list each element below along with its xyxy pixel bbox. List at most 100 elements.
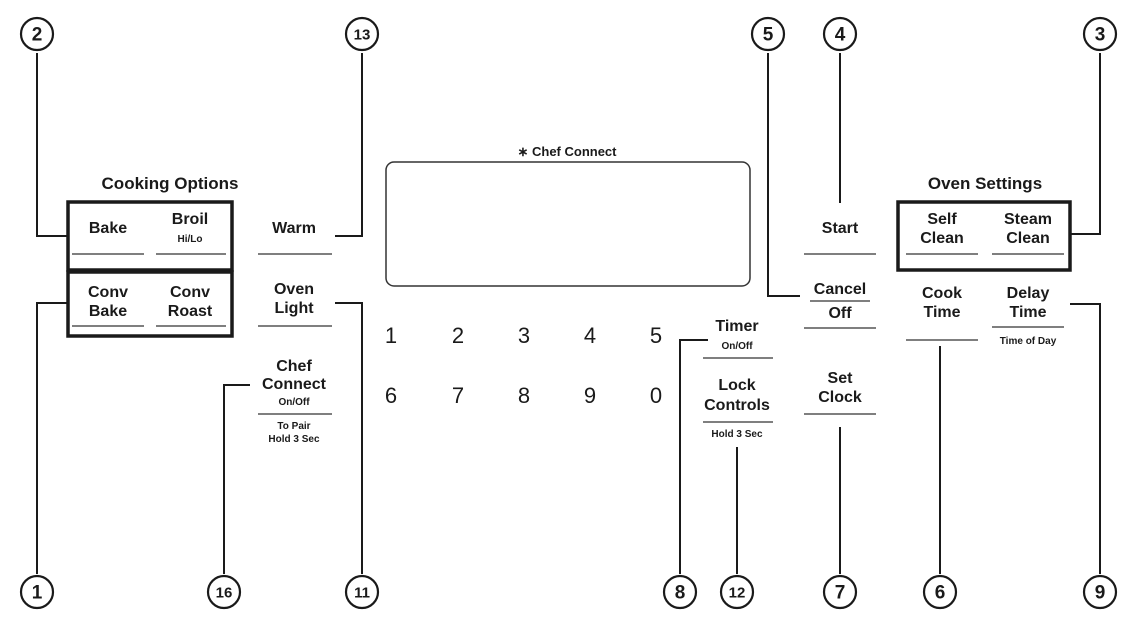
leader-2: [36, 53, 68, 237]
oven-light-label-line1: Oven: [274, 281, 314, 298]
chef-connect-button[interactable]: Chef Connect On/Off To Pair Hold 3 Sec: [258, 358, 332, 445]
svg-text:7: 7: [835, 583, 846, 604]
start-button[interactable]: Start: [804, 220, 876, 255]
lock-controls-label-line1: Lock: [718, 377, 755, 394]
digit-4-button[interactable]: 4: [584, 323, 596, 348]
warm-label: Warm: [272, 220, 316, 237]
delay-time-button[interactable]: Delay Time Time of Day: [992, 285, 1064, 347]
broil-sub-label: Hi/Lo: [178, 234, 203, 245]
leader-1: [36, 302, 68, 574]
cancel-label: Cancel: [814, 281, 866, 298]
callout-8: 8: [662, 574, 698, 610]
cooking-options-title: Cooking Options: [102, 174, 239, 193]
digit-3-button[interactable]: 3: [518, 323, 530, 348]
callout-6: 6: [922, 574, 958, 610]
leader-16: [223, 384, 250, 574]
leader-9: [1070, 303, 1101, 574]
cook-time-label-line1: Cook: [922, 285, 962, 302]
leader-5: [767, 53, 800, 297]
cook-time-button[interactable]: Cook Time: [906, 285, 978, 341]
set-clock-label-line2: Clock: [818, 389, 862, 406]
timer-sub-label: On/Off: [721, 341, 753, 352]
steam-clean-button[interactable]: Steam Clean: [992, 211, 1064, 255]
svg-text:9: 9: [1095, 583, 1106, 604]
cancel-off-button[interactable]: Cancel Off: [804, 281, 876, 329]
leader-13: [335, 53, 363, 237]
svg-text:8: 8: [675, 583, 686, 604]
oven-light-label-line2: Light: [274, 300, 314, 317]
callout-12: 12: [719, 574, 755, 610]
digit-2-button[interactable]: 2: [452, 323, 464, 348]
callout-5: 5: [750, 16, 786, 52]
svg-text:16: 16: [216, 585, 233, 602]
digit-1-button[interactable]: 1: [385, 323, 397, 348]
svg-text:3: 3: [1095, 25, 1106, 46]
chef-connect-hint-line1: To Pair: [277, 421, 310, 432]
svg-text:12: 12: [729, 585, 746, 602]
callout-13: 13: [344, 16, 380, 52]
digit-9-button[interactable]: 9: [584, 383, 596, 408]
steam-clean-label-line1: Steam: [1004, 211, 1052, 228]
delay-time-label-line2: Time: [1009, 304, 1046, 321]
oven-light-button[interactable]: Oven Light: [258, 281, 332, 327]
off-label: Off: [828, 305, 852, 322]
conv-bake-label-line1: Conv: [88, 284, 128, 301]
conv-bake-button[interactable]: Conv Bake: [72, 284, 144, 327]
callout-4: 4: [822, 16, 858, 52]
digit-6-button[interactable]: 6: [385, 383, 397, 408]
svg-text:4: 4: [835, 25, 846, 46]
conv-bake-label-line2: Bake: [89, 303, 127, 320]
digit-0-button[interactable]: 0: [650, 383, 662, 408]
set-clock-button[interactable]: Set Clock: [804, 370, 876, 415]
broil-button[interactable]: Broil Hi/Lo: [156, 211, 226, 255]
timer-label: Timer: [715, 318, 758, 335]
callout-3: 3: [1082, 16, 1118, 52]
lock-controls-button[interactable]: Lock Controls Hold 3 Sec: [703, 377, 773, 440]
warm-button[interactable]: Warm: [258, 220, 332, 255]
cooking-options-top-box: [66, 200, 234, 272]
svg-text:6: 6: [935, 583, 946, 604]
digit-7-button[interactable]: 7: [452, 383, 464, 408]
svg-text:5: 5: [763, 25, 774, 46]
digit-8-button[interactable]: 8: [518, 383, 530, 408]
broil-label: Broil: [172, 211, 208, 228]
delay-time-sub-label: Time of Day: [1000, 336, 1057, 347]
numeric-keypad: 1 2 3 4 5 6 7 8 9 0: [385, 323, 662, 408]
chef-connect-label-line2: Connect: [262, 376, 327, 393]
callout-2: 2: [19, 16, 55, 52]
cook-time-label-line2: Time: [923, 304, 960, 321]
conv-roast-label-line1: Conv: [170, 284, 210, 301]
display-screen: [385, 161, 751, 287]
timer-button[interactable]: Timer On/Off: [703, 318, 773, 359]
callout-11: 11: [344, 574, 380, 610]
leader-11: [335, 302, 363, 574]
svg-text:1: 1: [32, 583, 43, 604]
bake-button[interactable]: Bake: [72, 220, 144, 255]
callouts: 2 13 5 4 3 1 16 11 8 12 7 6 9: [19, 16, 1118, 610]
leader-8: [679, 339, 708, 574]
delay-time-label-line1: Delay: [1007, 285, 1050, 302]
conv-roast-label-line2: Roast: [168, 303, 213, 320]
self-clean-button[interactable]: Self Clean: [906, 211, 978, 255]
cooking-options-bottom-box: [66, 270, 234, 338]
steam-clean-label-line2: Clean: [1006, 230, 1050, 247]
self-clean-label-line1: Self: [927, 211, 957, 228]
chef-connect-label-line1: Chef: [276, 358, 312, 375]
digit-5-button[interactable]: 5: [650, 323, 662, 348]
display-title: ∗ Chef Connect: [517, 144, 617, 159]
set-clock-label-line1: Set: [828, 370, 854, 387]
leader-3: [1070, 53, 1101, 235]
lock-controls-sub-label: Hold 3 Sec: [711, 429, 763, 440]
conv-roast-button[interactable]: Conv Roast: [156, 284, 226, 327]
callout-9: 9: [1082, 574, 1118, 610]
callout-7: 7: [822, 574, 858, 610]
callout-16: 16: [206, 574, 242, 610]
svg-text:11: 11: [354, 585, 370, 602]
svg-text:2: 2: [32, 25, 43, 46]
chef-connect-hint-line2: Hold 3 Sec: [268, 434, 320, 445]
start-label: Start: [822, 220, 859, 237]
lock-controls-label-line2: Controls: [704, 397, 770, 414]
chef-connect-sub-label: On/Off: [278, 397, 310, 408]
bake-label: Bake: [89, 220, 127, 237]
